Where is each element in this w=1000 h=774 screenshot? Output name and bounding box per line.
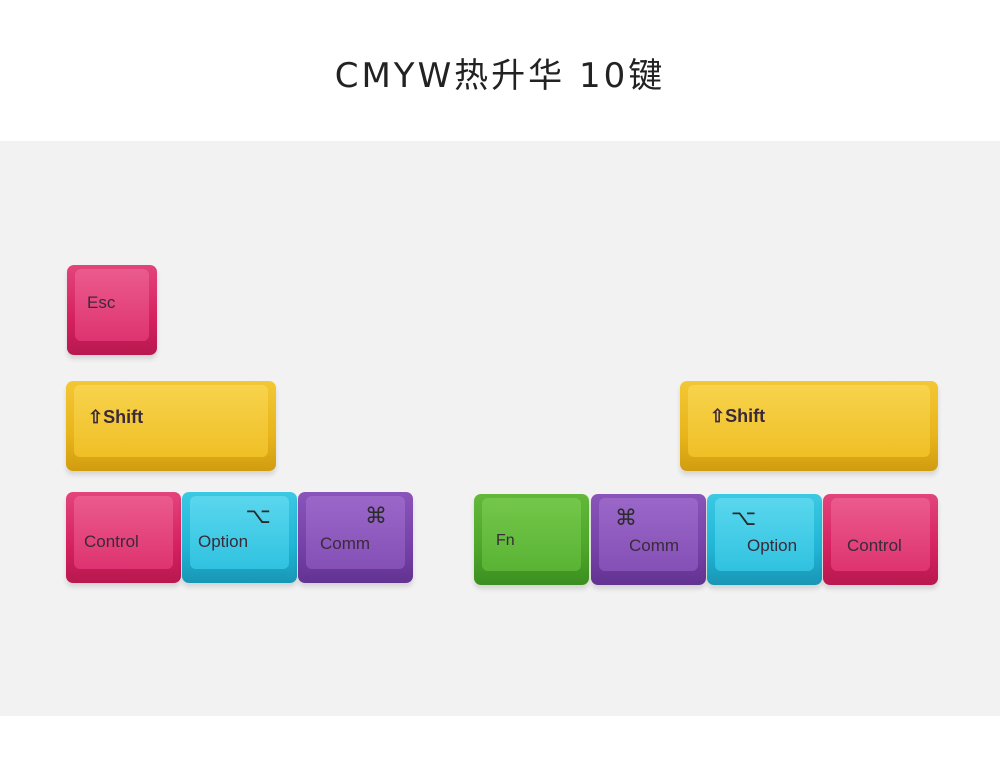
right-shift-legend: ⇧Shift [710, 406, 766, 426]
right-comm-legend: Comm [629, 536, 680, 555]
option-symbol-icon: ⌥ [245, 504, 271, 529]
left-shift-legend: ⇧Shift [88, 407, 144, 427]
right-shift-keycap: ⇧Shift [680, 381, 938, 471]
option-symbol-icon: ⌥ [731, 506, 757, 531]
fn-legend: Fn [496, 532, 515, 549]
left-comm-legend: Comm [320, 534, 371, 553]
esc-legend: Esc [87, 293, 116, 312]
left-shift-keycap: ⇧Shift [66, 381, 276, 471]
page-title: CMYW热升华 10键 [334, 56, 666, 96]
left-control-keycap: Control [66, 492, 181, 583]
right-option-keycap: ⌥ Option [707, 494, 822, 585]
product-photo-panel: Esc ⇧Shift ⇧Shift Control ⌥ Option ⌘ Com… [0, 141, 1000, 716]
command-symbol-icon: ⌘ [615, 506, 637, 531]
right-option-legend: Option [747, 536, 798, 555]
right-command-keycap: ⌘ Comm [591, 494, 706, 585]
right-control-legend: Control [847, 536, 902, 555]
left-command-keycap: ⌘ Comm [298, 492, 413, 583]
left-option-legend: Option [198, 532, 249, 551]
command-symbol-icon: ⌘ [365, 504, 387, 529]
left-option-keycap: ⌥ Option [182, 492, 297, 583]
esc-keycap: Esc [67, 265, 157, 355]
fn-keycap: Fn [474, 494, 589, 585]
left-control-legend: Control [84, 532, 139, 551]
right-control-keycap: Control [823, 494, 938, 585]
